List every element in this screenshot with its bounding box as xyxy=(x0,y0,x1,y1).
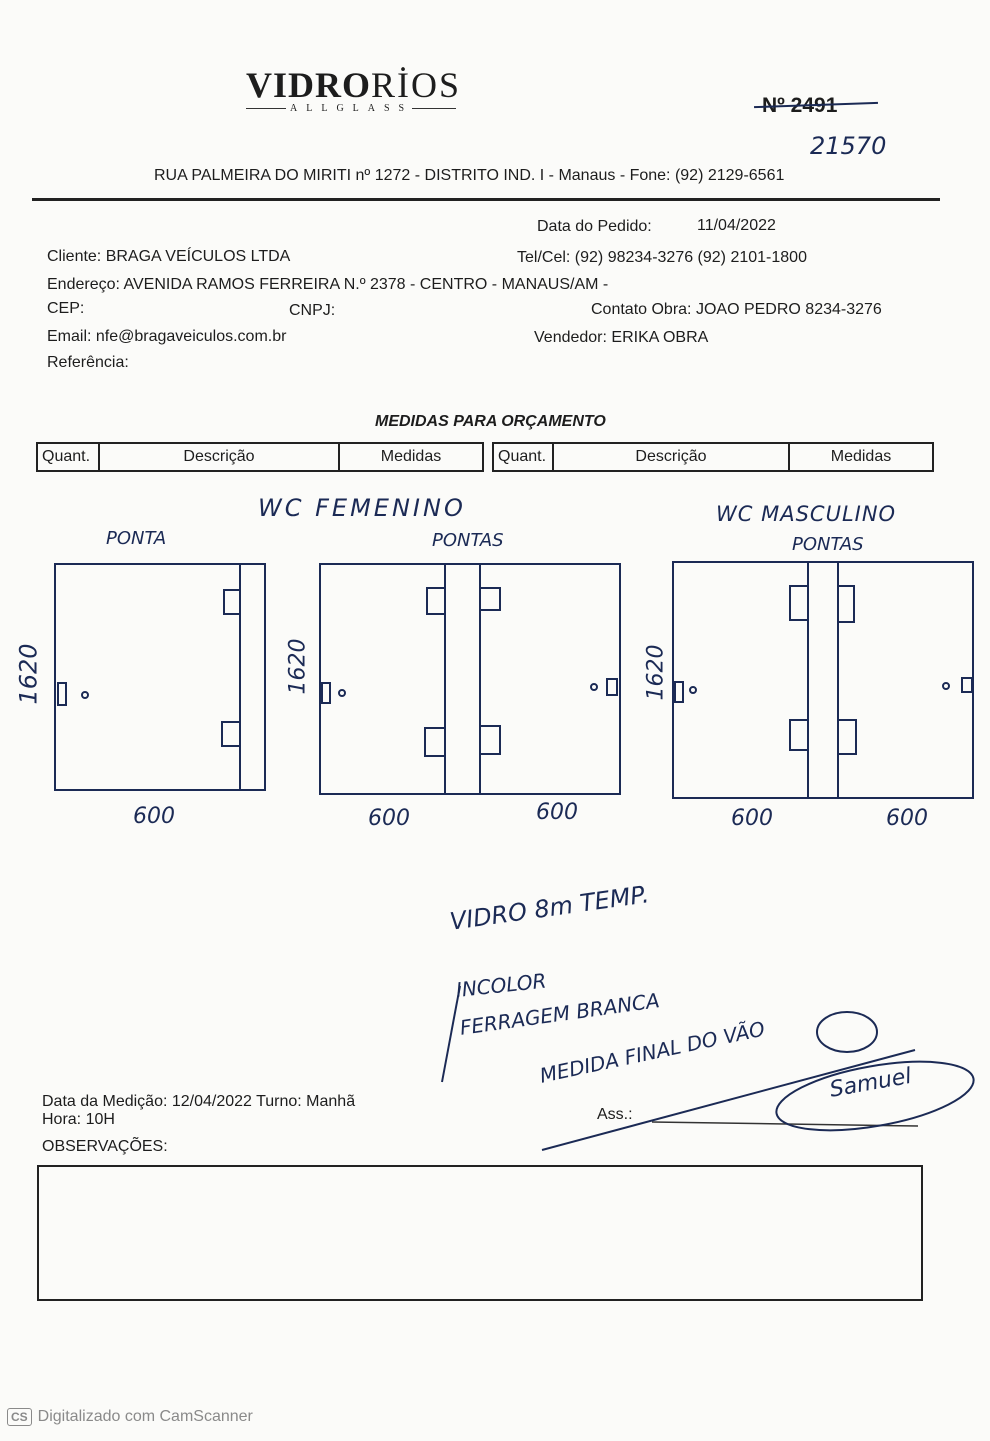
logo-subtitle: ALLGLASS xyxy=(290,103,414,114)
dim-width-5: 600 xyxy=(886,806,928,831)
dim-width-3: 600 xyxy=(536,800,578,825)
observations-label: OBSERVAÇÕES: xyxy=(42,1138,168,1155)
label-pontas-2: PONTAS xyxy=(792,534,864,555)
label-wc-feminino: WC FEMENINO xyxy=(258,494,466,522)
sketch-door-unit-2 xyxy=(319,563,621,795)
section-title: MEDIDAS PARA ORÇAMENTO xyxy=(375,413,606,430)
observations-box xyxy=(37,1165,923,1301)
client-name: Cliente: BRAGA VEÍCULOS LTDA xyxy=(47,248,291,265)
logo-underline-right xyxy=(412,108,456,109)
col-measures: Medidas xyxy=(830,448,892,465)
measure-hour: Hora: 10H xyxy=(42,1111,115,1128)
label-ponta: PONTA xyxy=(106,528,167,549)
reference: Referência: xyxy=(47,354,129,371)
order-date-value: 11/04/2022 xyxy=(697,217,776,234)
col-qty: Quant. xyxy=(38,444,100,470)
seller: Vendedor: ERIKA OBRA xyxy=(534,329,709,346)
signature-label: Ass.: xyxy=(597,1106,633,1123)
header-divider xyxy=(32,198,940,201)
sketch-door-unit-1 xyxy=(54,563,266,791)
label-pontas-1: PONTAS xyxy=(432,530,504,551)
dim-height-1: 1620 xyxy=(14,643,43,705)
col-desc: Descrição xyxy=(554,444,790,470)
logo-underline-left xyxy=(246,108,286,109)
company-address: RUA PALMEIRA DO MIRITI nº 1272 - DISTRIT… xyxy=(154,167,785,184)
order-date-label: Data do Pedido: xyxy=(537,218,652,235)
sketch-door-unit-3 xyxy=(672,561,974,799)
dim-width-2: 600 xyxy=(368,806,410,831)
signature-loop xyxy=(775,1060,975,1132)
camscanner-icon: CS xyxy=(7,1408,32,1426)
signature-stroke xyxy=(541,1049,916,1151)
client-contact: Contato Obra: JOAO PEDRO 8234-3276 xyxy=(591,301,882,318)
client-address: Endereço: AVENIDA RAMOS FERREIRA N.º 237… xyxy=(47,276,609,293)
table-header-left: Quant. Descrição Medidas xyxy=(36,442,484,472)
client-email: Email: nfe@bragaveiculos.com.br xyxy=(47,328,287,345)
doc-number-handwritten: 21570 xyxy=(810,132,887,160)
company-logo: VIDRORİOS xyxy=(246,65,462,105)
client-cnpj: CNPJ: xyxy=(289,302,336,319)
vao-circle xyxy=(816,1011,878,1053)
dim-width-1: 600 xyxy=(133,804,175,829)
client-cep: CEP: xyxy=(47,300,85,317)
col-qty: Quant. xyxy=(494,444,554,470)
measure-date: Data da Medição: 12/04/2022 Turno: Manhã xyxy=(42,1093,356,1110)
camscanner-text: Digitalizado com CamScanner xyxy=(37,1408,253,1425)
col-desc: Descrição xyxy=(100,444,340,470)
pencil-line xyxy=(441,985,461,1083)
dim-height-2: 1620 xyxy=(285,638,311,695)
table-header-right: Quant. Descrição Medidas xyxy=(492,442,934,472)
dim-height-3: 1620 xyxy=(643,644,669,701)
client-phone: Tel/Cel: (92) 98234-3276 (92) 2101-1800 xyxy=(517,249,807,266)
label-wc-masculino: WC MASCULINO xyxy=(716,502,897,526)
camscanner-watermark: CS Digitalizado com CamScanner xyxy=(7,1408,253,1426)
col-measures: Medidas xyxy=(380,448,442,465)
dim-width-4: 600 xyxy=(731,806,773,831)
